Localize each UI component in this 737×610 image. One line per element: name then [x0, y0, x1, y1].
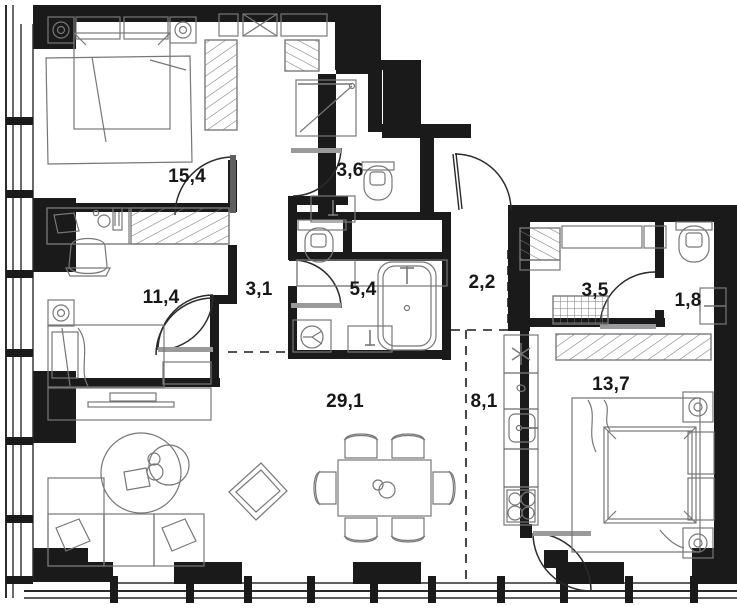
furniture-bedroom-second	[46, 207, 230, 421]
furniture-bedroom-master	[45, 13, 328, 165]
room-area-bathroom-main: 5,4	[349, 279, 377, 300]
room-area-bedroom-third: 13,7	[592, 374, 630, 395]
room-area-wardrobe: 3,5	[581, 280, 609, 301]
room-area-entry-hall: 2,2	[468, 272, 496, 293]
room-area-kitchen: 8,1	[470, 391, 498, 412]
room-area-wc-guest: 1,8	[674, 290, 702, 311]
fixtures-shower-room	[295, 79, 395, 223]
fixtures-guest-wc	[675, 221, 727, 325]
room-area-bedroom-second: 11,4	[142, 287, 180, 308]
furniture-bedroom-third	[555, 333, 715, 559]
fixtures-bathroom-main	[292, 219, 448, 353]
structural-walls	[5, 5, 737, 603]
room-area-bedroom-master: 15,4	[168, 166, 206, 187]
room-area-hall-inner: 3,1	[245, 279, 273, 300]
furniture-wardrobe-room	[519, 225, 667, 325]
furniture-living-dining	[47, 432, 456, 567]
room-area-living-dining: 29,1	[326, 391, 364, 412]
open-boundary-dashes	[228, 250, 520, 582]
furniture-kitchen	[503, 334, 539, 526]
room-area-shower-room: 3,6	[336, 160, 364, 181]
door-swings	[155, 147, 656, 592]
